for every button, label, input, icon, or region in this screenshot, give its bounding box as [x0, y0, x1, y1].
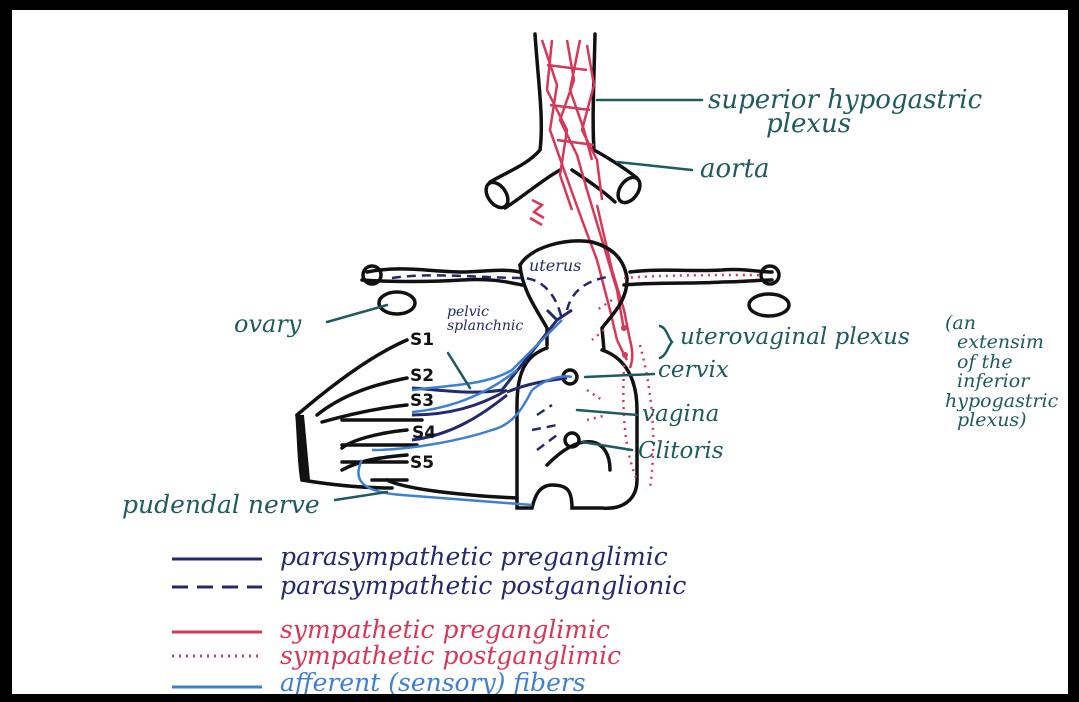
- label-ovary: ovary: [234, 312, 301, 336]
- label-cervix: cervix: [658, 359, 729, 382]
- legend-parasympathetic-preganglionic: parasympathetic preganglimic: [280, 544, 668, 569]
- label-superior-hypogastric: superior hypogastric plexus: [708, 87, 982, 137]
- legend-sympathetic-postganglionic: sympathetic postganglimic: [280, 643, 621, 668]
- legend-sympathetic-preganglionic: sympathetic preganglimic: [280, 617, 610, 642]
- superior-hypogastric-plexus: [530, 40, 630, 340]
- label-clitoris: Clitoris: [638, 440, 724, 463]
- label-pelvic-splanchnic: pelvic splanchnic: [447, 305, 523, 333]
- label-extension-note: (an extensim of the inferior hypogastric…: [945, 314, 1058, 430]
- sacrum-outline: [297, 340, 517, 498]
- legend-afferent-fibers: afferent (sensory) fibers: [280, 670, 586, 694]
- label-s1: S1: [410, 332, 434, 349]
- legend-swatches: [172, 559, 262, 687]
- label-s2: S2: [410, 368, 434, 385]
- label-vagina: vagina: [642, 403, 719, 426]
- label-s5: S5: [410, 455, 434, 472]
- label-uterovaginal-plexus: uterovaginal plexus: [680, 326, 910, 349]
- label-pudendal-nerve: pudendal nerve: [122, 492, 320, 517]
- label-s3: S3: [410, 393, 434, 410]
- diagram-canvas: superior hypogastric plexus aorta uterus…: [12, 10, 1068, 694]
- ganglion-dot: [621, 325, 627, 331]
- legend-parasympathetic-postganglionic: parasympathetic postganglionic: [280, 573, 686, 598]
- label-s4: S4: [412, 425, 436, 442]
- label-uterus: uterus: [529, 258, 581, 274]
- label-aorta: aorta: [700, 156, 770, 182]
- ganglion-dot: [622, 352, 628, 358]
